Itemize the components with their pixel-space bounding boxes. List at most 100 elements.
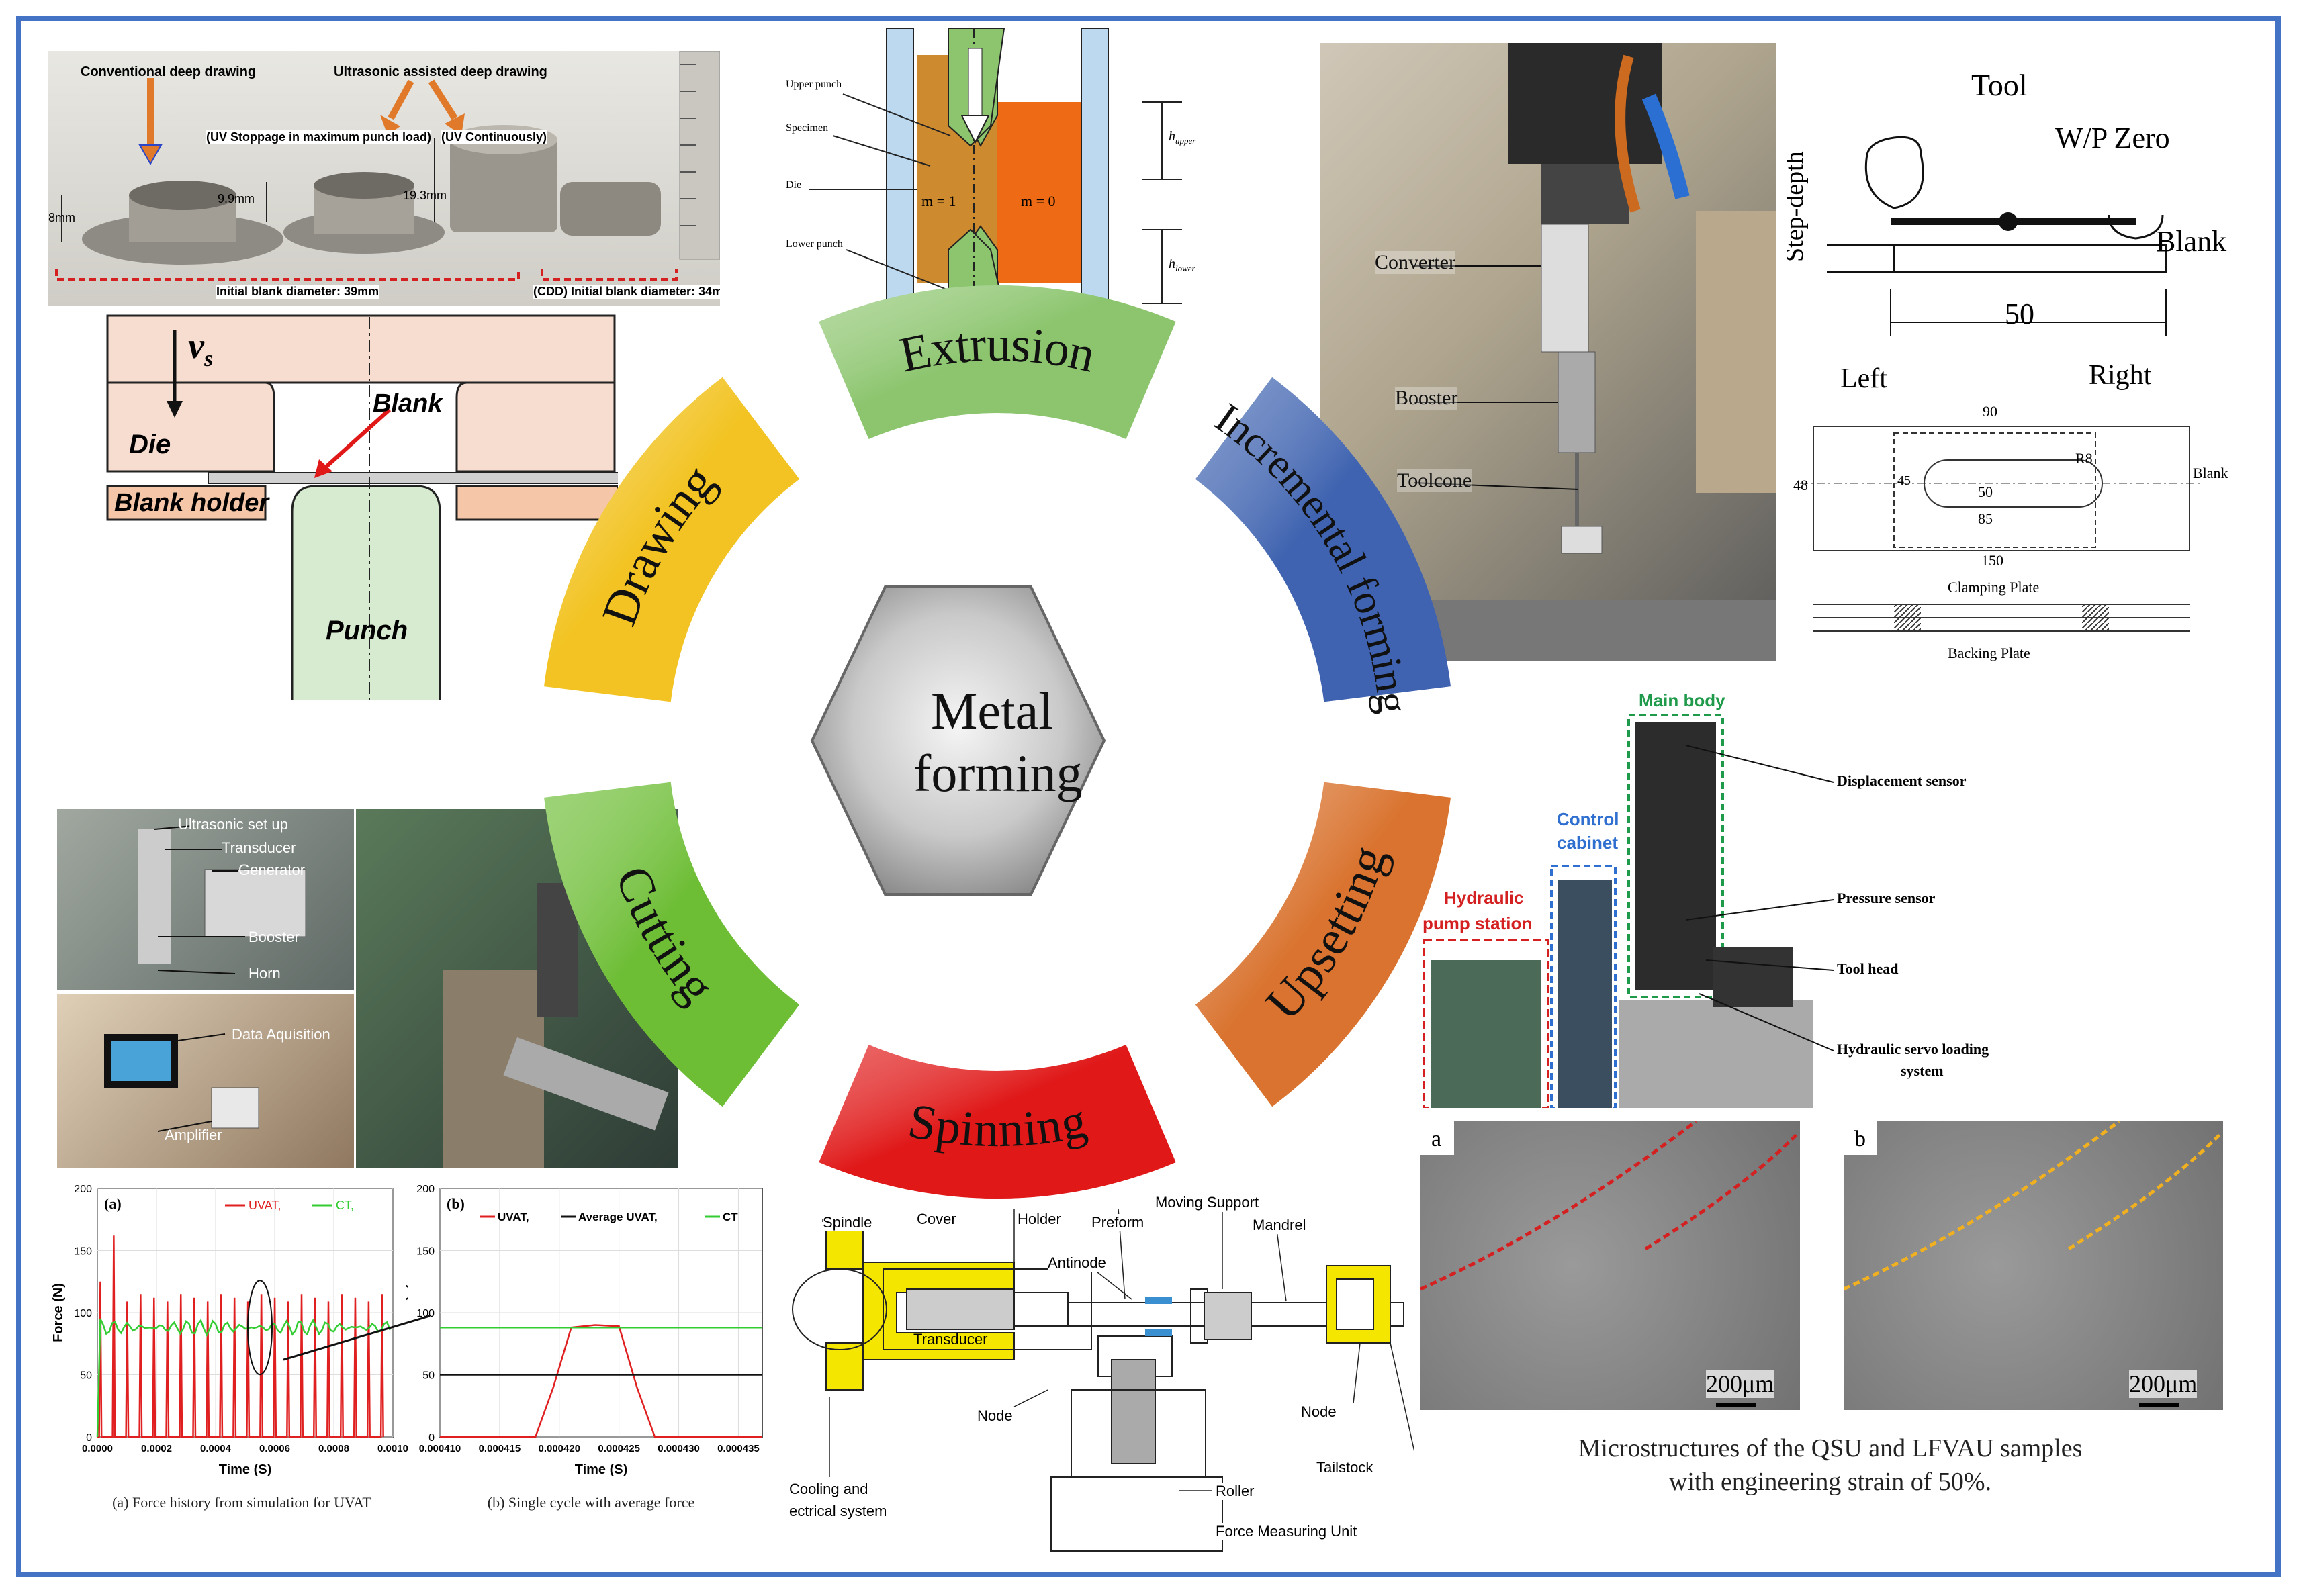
ring-segment-shade-upsetting [1195,782,1451,1107]
x-tick-label: 0.000435 [717,1443,760,1454]
label-roller: Roller [1216,1483,1255,1500]
x-tick-label: 0.000425 [598,1443,640,1454]
label-micro-b: b [1854,1127,1866,1152]
series-uvat-single-line [440,1324,762,1438]
drawing-schematic-graphic [106,314,618,700]
y-tick-label: 100 [416,1308,435,1319]
y-tick-label: 200 [416,1184,435,1195]
label-servo-2: system [1901,1062,1944,1079]
label-node: Node [977,1407,1013,1425]
label-height-2: 9.9mm [218,192,255,205]
label-holder: Holder [1018,1211,1061,1228]
x-tick-label: 0.000415 [479,1443,521,1454]
cutting-photo-1: Ultrasonic set up Transducer Generator B… [57,809,354,990]
label-scale-b: 200μm [2129,1370,2198,1398]
panel-label: (a) [104,1195,122,1212]
x-tick-label: 0.000430 [658,1443,700,1454]
label-transducer-s: Transducer [913,1331,988,1348]
y-tick-label: 50 [80,1370,92,1382]
label-left: Left [1840,363,1887,394]
label-scale-a: 200μm [1706,1370,1774,1398]
y-tick-label: 150 [74,1246,92,1258]
cutting-photo-3-graphic [443,883,669,1168]
ring-segment-shade-drawing [544,377,800,702]
label-uv-stoppage: (UV Stoppage in maximum punch load) [206,130,432,144]
label-tool: Tool [1971,68,2028,102]
label-converter: Converter [1375,251,1455,274]
y-tick-label: 200 [74,1184,92,1195]
label-blank-34: (CDD) Initial blank diameter: 34mm [533,285,720,299]
label-cooling-1: Cooling and [789,1481,868,1498]
x-tick-label: 0.0010 [377,1443,408,1454]
x-tick-label: 0.0008 [318,1443,349,1454]
label-horn: Horn [249,965,281,982]
ring-segment-shade-cutting [544,782,800,1107]
deep-drawing-photo: Conventional deep drawing Ultrasonic ass… [48,51,720,306]
label-pump-2: pump station [1423,913,1533,933]
label-cooling-2: ectrical system [789,1503,887,1520]
label-ultrasonic: Ultrasonic assisted deep drawing [334,64,547,79]
label-specimen: Specimen [786,122,829,134]
label-dim-45: 45 [1897,473,1911,488]
micrograph-a: a 200μm [1420,1121,1800,1410]
panel-label: (b) [447,1195,465,1212]
center-text-line-2: forming [913,744,1082,802]
label-control: Control [1557,809,1619,829]
label-upper-punch: Upper punch [786,79,842,90]
label-h-upper: hupper [1169,129,1196,146]
punch-label: Punch [326,616,408,645]
ring-label-spinning: Spinning [904,1093,1091,1158]
ring-segment-shade-incremental [1195,377,1451,702]
label-m0: m = 0 [1021,193,1056,209]
x-tick-label: 0.0006 [259,1443,290,1454]
y-tick-label: 150 [416,1246,435,1258]
label-r8: R8 [2075,450,2093,467]
label-mandrel: Mandrel [1253,1217,1306,1234]
label-force-unit: Force Measuring Unit [1216,1523,1357,1540]
x-tick-label: 0.0002 [141,1443,172,1454]
legend-label: CT [723,1211,738,1223]
zoom-ellipse [247,1280,273,1376]
label-servo-1: Hydraulic servo loading [1837,1041,1989,1058]
ring-segment-shade-extrusion [819,285,1176,439]
x-axis-label: Time (S) [219,1462,272,1477]
label-blank-2: Blank [2193,465,2228,481]
x-tick-label: 0.000410 [419,1443,461,1454]
label-dim-50: 50 [2005,297,2034,330]
spinning-schematic: Spindle Cover Holder Preform Moving Supp… [782,1182,1414,1578]
label-backing: Backing Plate [1948,645,2030,661]
label-conventional: Conventional deep drawing [81,64,257,79]
die-label: Die [129,430,171,459]
incremental-schematic: Step-depth Tool W/P Zero Blank 50 Left R… [1787,54,2257,692]
upsetting-photo: Main body Displacement sensor Control ca… [1417,678,2089,1108]
label-micro-a: a [1431,1127,1442,1152]
y-tick-label: 0 [428,1432,435,1444]
label-ultrasonic-setup: Ultrasonic set up [178,816,288,833]
incremental-schematic-graphic [1800,136,2203,632]
micrograph-b: b 200μm [1844,1121,2223,1410]
label-toolcone: Toolcone [1397,469,1472,492]
x-axis-label: Time (S) [575,1462,628,1477]
label-h-lower: hlower [1169,256,1195,273]
label-clamping: Clamping Plate [1948,579,2040,596]
label-preform: Preform [1091,1214,1144,1231]
upsetting-photo-graphic [1423,714,1834,1108]
legend-label: Average UVAT, [578,1211,658,1223]
blank-label: Blank [373,389,443,418]
chart-b-caption: (b) Single cycle with average force [487,1494,695,1511]
label-lower-punch: Lower punch [786,238,843,250]
label-die: Die [786,179,802,191]
cutting-photo-2-graphic [104,1033,259,1132]
blank-holder-label: Blank holder [114,489,269,517]
x-tick-label: 0.000420 [538,1443,580,1454]
legend-label: UVAT, [249,1199,281,1212]
cutting-photo-2: Data Aquisition Amplifier [57,994,354,1168]
x-tick-label: 0.0000 [82,1443,113,1454]
extrusion-schematic-graphic [809,28,1182,310]
spinning-schematic-graphic [792,1208,1414,1552]
label-height-1: 8mm [48,211,75,224]
label-daq: Data Aquisition [232,1026,330,1043]
